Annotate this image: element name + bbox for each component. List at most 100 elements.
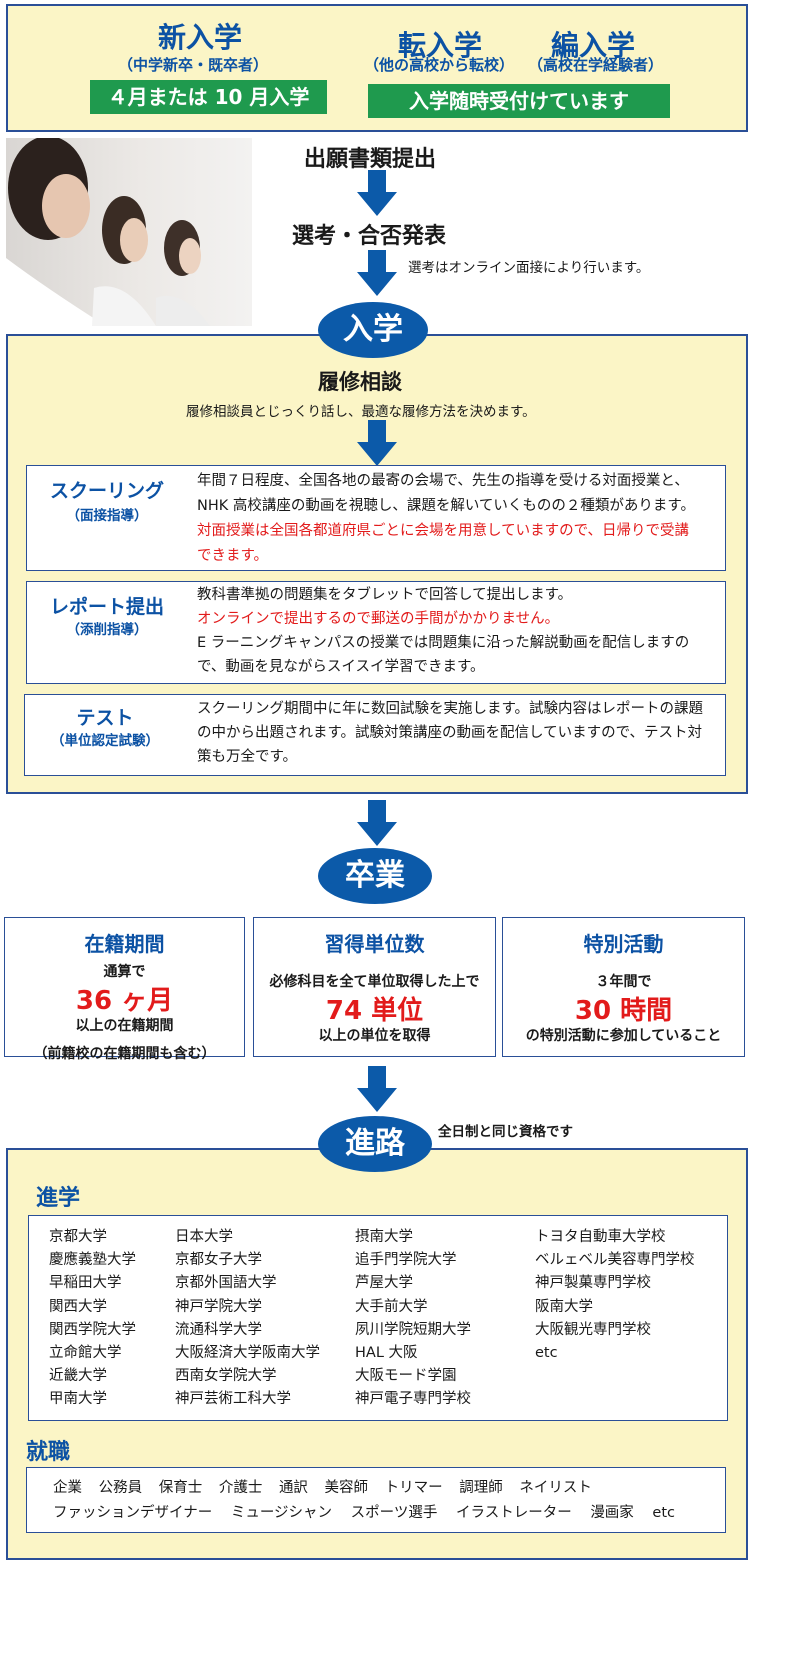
job-item: 企業 <box>53 1480 82 1496</box>
down-arrow-icon <box>357 250 397 296</box>
schooling-highlight: できます。 <box>197 548 269 564</box>
job-item: 保育士 <box>158 1480 203 1496</box>
jobs-row-2: ファッションデザイナー ミュージシャン スポーツ選手 イラストレーター 漫画家 … <box>53 1501 675 1522</box>
down-arrow-icon <box>357 800 397 846</box>
career-note: 全日制と同じ資格です <box>438 1124 573 1140</box>
course-consultation-title: 履修相談 <box>318 370 402 394</box>
school-item: 京都大学 <box>49 1229 107 1245</box>
enrollment-period-box: 在籍期間 通算で 36 ヶ月 以上の在籍期間 （前籍校の在籍期間も含む） <box>4 917 245 1062</box>
course-consultation-desc: 履修相談員とじっくり話し、最適な履修方法を決めます。 <box>186 404 536 420</box>
job-item: ミュージシャン <box>230 1505 333 1521</box>
school-item: 京都女子大学 <box>175 1252 262 1269</box>
credits-value: 74 単位 <box>325 996 424 1026</box>
job-item: 美容師 <box>324 1480 369 1496</box>
school-item: 大阪モード学園 <box>355 1368 457 1385</box>
report-card: レポート提出 （添削指導） 教科書準拠の問題集をタブレットで回答して提出します。… <box>26 581 726 684</box>
credits-title: 習得単位数 <box>324 932 425 956</box>
enrollment-period-value: 36 ヶ月 <box>75 986 174 1016</box>
credits-post: 以上の単位を取得 <box>318 1028 431 1044</box>
enrollment-period-pre: 通算で <box>103 964 146 980</box>
report-subtitle: （添削指導） <box>66 622 148 638</box>
school-item: 近畿大学 <box>49 1368 107 1385</box>
down-arrow-icon <box>357 170 397 216</box>
school-item: etc <box>535 1345 558 1362</box>
enrollment-period-title: 在籍期間 <box>84 932 165 956</box>
school-item: 関西学院大学 <box>49 1321 136 1338</box>
school-item: 神戸芸術工科大学 <box>175 1391 291 1408</box>
test-line: スクーリング期間中に年に数回試験を実施します。試験内容はレポートの課題 <box>197 701 704 717</box>
report-line: 教科書準拠の問題集をタブレットで回答して提出します。 <box>197 587 573 603</box>
school-item: 大阪観光専門学校 <box>535 1321 651 1338</box>
reentry-subtitle: （高校在学経験者） <box>528 56 664 74</box>
down-arrow-icon <box>357 1066 397 1112</box>
school-item: 立命館大学 <box>49 1345 122 1362</box>
report-text: 教科書準拠の問題集をタブレットで回答して提出します。 オンラインで提出するので郵… <box>197 583 727 679</box>
credits-pre: 必修科目を全て単位取得した上で <box>269 974 480 990</box>
new-admission-subtitle: （中学新卒・既卒者） <box>118 56 269 74</box>
job-item: ファッションデザイナー <box>53 1505 213 1521</box>
school-item: 日本大学 <box>175 1229 233 1245</box>
school-item: 甲南大学 <box>49 1391 107 1408</box>
school-item: 早稲田大学 <box>49 1275 122 1292</box>
test-text: スクーリング期間中に年に数回試験を実施します。試験内容はレポートの課題 の中から… <box>197 697 727 769</box>
test-line: 策も万全です。 <box>197 749 298 765</box>
school-item: トヨタ自動車大学校 <box>535 1229 666 1245</box>
students-photo-image <box>6 138 210 326</box>
school-item: 摂南大学 <box>355 1229 413 1245</box>
graduation-badge: 卒業 <box>318 848 432 904</box>
job-item: etc <box>652 1505 676 1521</box>
school-item: 大手前大学 <box>355 1298 428 1315</box>
transfer-period: 入学随時受付けています <box>368 84 670 118</box>
schooling-subtitle: （面接指導） <box>66 508 148 524</box>
school-item: 大阪経済大学阪南大学 <box>175 1345 320 1362</box>
job-item: 公務員 <box>98 1480 143 1496</box>
schools-column-4: トヨタ自動車大学校 ベルェベル美容専門学校 神戸製菓専門学校 阪南大学 大阪観光… <box>535 1226 695 1365</box>
schooling-card: スクーリング （面接指導） 年間７日程度、全国各地の最寄の会場で、先生の指導を受… <box>26 465 726 571</box>
special-activity-title: 特別活動 <box>583 932 664 956</box>
school-item: ベルェベル美容専門学校 <box>535 1252 695 1269</box>
report-highlight: オンラインで提出するので郵送の手間がかかりません。 <box>197 611 560 627</box>
special-activity-value: 30 時間 <box>574 996 673 1026</box>
school-item: 関西大学 <box>49 1298 107 1315</box>
enrollment-period-post: 以上の在籍期間 <box>75 1018 174 1034</box>
schooling-text: 年間７日程度、全国各地の最寄の会場で、先生の指導を受ける対面授業と、 NHK 高… <box>197 469 727 569</box>
employment-title: 就職 <box>26 1440 71 1465</box>
higher-education-title: 進学 <box>36 1186 81 1211</box>
report-line: E ラーニングキャンパスの授業では問題集に沿った解説動画を配信しますの <box>197 635 690 651</box>
school-item: HAL 大阪 <box>355 1345 418 1362</box>
job-item: 介護士 <box>218 1480 263 1496</box>
job-item: イラストレーター <box>455 1505 572 1521</box>
job-item: ネイリスト <box>519 1480 592 1496</box>
job-item: 漫画家 <box>590 1505 634 1521</box>
step-selection: 選考・合否発表 <box>292 224 447 249</box>
schools-column-2: 日本大学 京都女子大学 京都外国語大学 神戸学院大学 流通科学大学 大阪経済大学… <box>175 1226 320 1412</box>
job-item: トリマー <box>384 1480 443 1496</box>
enrollment-period-note: （前籍校の在籍期間も含む） <box>33 1046 216 1062</box>
schools-list: 京都大学 慶應義塾大学 早稲田大学 関西大学 関西学院大学 立命館大学 近畿大学… <box>28 1215 728 1421</box>
schooling-line: NHK 高校講座の動画を視聴し、課題を解いていくものの２種類があります。 <box>197 498 695 514</box>
enrollment-badge: 入学 <box>318 302 428 358</box>
report-title: レポート提出 <box>49 596 164 618</box>
school-item: 神戸製菓専門学校 <box>535 1275 651 1292</box>
school-item: 神戸学院大学 <box>175 1298 262 1315</box>
schools-column-1: 京都大学 慶應義塾大学 早稲田大学 関西大学 関西学院大学 立命館大学 近畿大学… <box>49 1226 136 1412</box>
reentry-title: 編入学 <box>551 29 636 62</box>
credits-box: 習得単位数 必修科目を全て単位取得した上で 74 単位 以上の単位を取得 <box>253 917 496 1057</box>
school-item: 京都外国語大学 <box>175 1275 277 1292</box>
transfer-title: 転入学 <box>398 29 483 62</box>
job-item: スポーツ選手 <box>350 1505 438 1521</box>
school-item: 慶應義塾大学 <box>49 1252 136 1269</box>
school-item: 夙川学院短期大学 <box>355 1321 471 1338</box>
jobs-row-1: 企業 公務員 保育士 介護士 通訳 美容師 トリマー 調理師 ネイリスト <box>53 1476 592 1497</box>
down-arrow-icon <box>357 420 397 466</box>
selection-note: 選考はオンライン面接により行います。 <box>408 260 650 276</box>
test-card: テスト （単位認定試験） スクーリング期間中に年に数回試験を実施します。試験内容… <box>24 694 726 776</box>
test-title: テスト <box>76 707 134 729</box>
school-item: 西南女学院大学 <box>175 1368 277 1385</box>
schooling-title: スクーリング <box>49 480 164 502</box>
school-item: 神戸電子専門学校 <box>355 1391 471 1408</box>
school-item: 追手門学院大学 <box>355 1252 457 1269</box>
admission-types-box: 新入学 （中学新卒・既卒者） ４月または 10 月入学 転入学 編入学 （他の高… <box>6 4 748 132</box>
schools-column-3: 摂南大学 追手門学院大学 芦屋大学 大手前大学 夙川学院短期大学 HAL 大阪 … <box>355 1226 471 1412</box>
jobs-list: 企業 公務員 保育士 介護士 通訳 美容師 トリマー 調理師 ネイリスト ファッ… <box>26 1467 726 1533</box>
